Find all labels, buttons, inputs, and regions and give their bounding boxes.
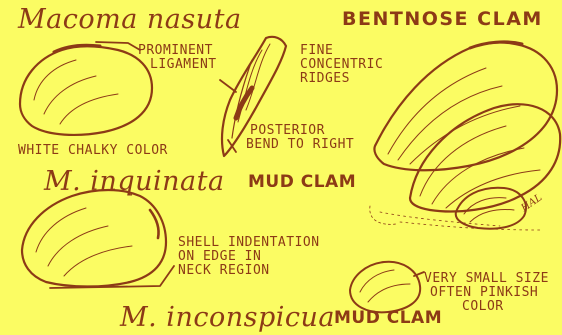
m-inquinata-title: M. inquinata (44, 168, 225, 195)
ligament-label: PROMINENT LIGAMENT (138, 44, 217, 72)
indentation-label: SHELL INDENTATION ON EDGE IN NECK REGION (178, 236, 320, 278)
ligament-pointer (96, 42, 140, 50)
m-inquinata-shell (22, 190, 166, 287)
macoma-nasuta-title: Macoma nasuta (18, 6, 242, 33)
ridges-label: FINE CONCENTRIC RIDGES (300, 44, 383, 86)
white-chalky-color-label: WHITE CHALKY COLOR (18, 144, 168, 158)
macoma-nasuta-shell (20, 45, 152, 135)
m-inconspicua-title: M. inconspicua (120, 304, 335, 331)
size-label: VERY SMALL SIZE OFTEN PINKISH COLOR (424, 272, 562, 314)
m-inconspicua-shell (350, 262, 420, 313)
bentnose-clam-label: BENTNOSE CLAM (342, 10, 543, 29)
mud-clam-label-1: MUD CLAM (248, 174, 356, 191)
mud-clam-label-2: MUD CLAM (334, 310, 442, 327)
ligament-pointer-2 (220, 80, 236, 92)
posterior-label: POSTERIOR BEND TO RIGHT (246, 124, 354, 152)
